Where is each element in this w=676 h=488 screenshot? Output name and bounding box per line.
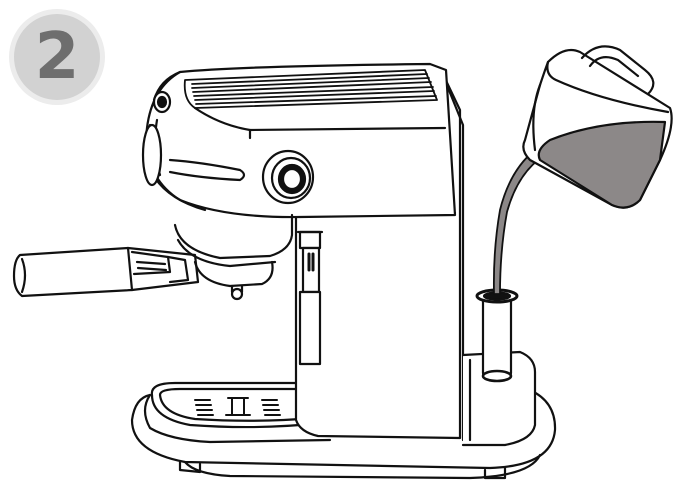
group-head [175,215,292,299]
step-number: 2 [8,8,106,106]
power-button [154,92,170,112]
drip-tray [152,383,320,427]
portafilter [14,248,198,296]
water-tank [463,290,535,445]
control-knob [263,151,313,203]
water-pitcher [494,46,672,294]
water-stream [494,150,545,294]
